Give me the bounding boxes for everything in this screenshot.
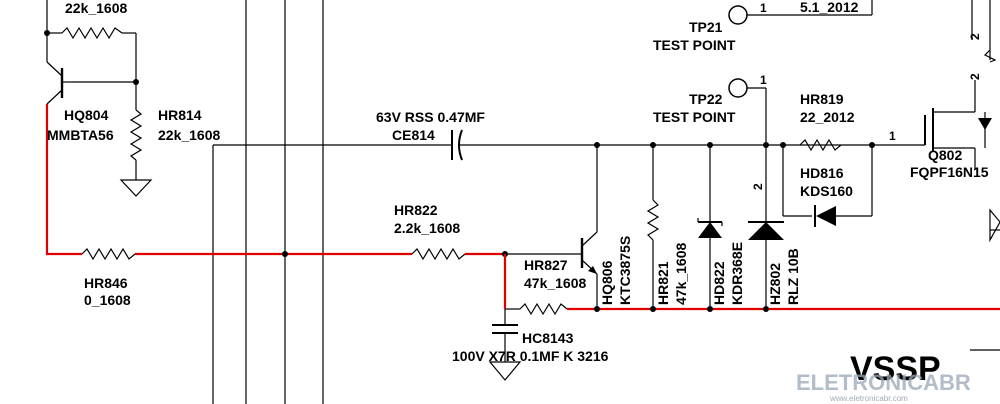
hr-top-value: 22k_1608 <box>65 0 128 16</box>
hr822-value: 2.2k_1608 <box>394 220 460 236</box>
tp21-net: 5.1_2012 <box>800 0 859 15</box>
hr819-value: 22_2012 <box>800 109 855 125</box>
hr814-ref: HR814 <box>158 107 202 123</box>
hr822-ref: HR822 <box>394 202 438 218</box>
hr827-value: 47k_1608 <box>524 275 587 291</box>
q802-value: FQPF16N15 <box>910 164 989 180</box>
watermark-logo: ELETRONICABR <box>796 370 971 395</box>
resistor-hr822 <box>411 247 466 261</box>
red-trace <box>45 104 82 256</box>
hd816-diode <box>816 206 836 226</box>
hr846-ref: HR846 <box>84 275 128 291</box>
hr814-value: 22k_1608 <box>158 127 221 143</box>
resistor-hr846 <box>81 247 136 261</box>
hr821-value: 47k_1608 <box>673 242 689 305</box>
hd816-ref: HD816 <box>800 165 844 181</box>
ce814-ref: CE814 <box>392 127 435 143</box>
resistor-right <box>983 49 997 63</box>
hc8143-ref: HC8143 <box>522 330 574 346</box>
hq806-arrow <box>588 266 597 274</box>
hr821-ref: HR821 <box>655 261 671 305</box>
q802-pin: 1 <box>889 129 896 143</box>
watermark-url: www.eletronicabr.com <box>829 394 908 403</box>
hz802-diode <box>748 222 784 240</box>
hq806-ref: HQ806 <box>599 260 615 305</box>
tp21-desc: TEST POINT <box>653 37 736 53</box>
right-triangle <box>989 208 1000 243</box>
hq806-collector <box>581 231 598 247</box>
junction-dot <box>763 306 769 312</box>
resistor-hr819 <box>799 138 842 152</box>
hq804-collector <box>46 89 63 105</box>
hq806-value: KTC3875S <box>617 236 633 305</box>
hz802-ref: HZ802 <box>767 263 783 305</box>
resistor-top <box>61 26 123 40</box>
junction-dot <box>707 306 713 312</box>
resistor-hr814 <box>129 109 143 161</box>
vssp-label: VSSP <box>850 350 941 388</box>
tp21-symbol <box>728 5 748 25</box>
right-pin-b: 2 <box>968 73 982 80</box>
hr819-ref: HR819 <box>800 91 844 107</box>
junction-dot <box>650 306 656 312</box>
hq804-emitter <box>46 61 63 77</box>
hq804-value: MMBTA56 <box>47 127 114 143</box>
resistor-hr827 <box>519 302 568 316</box>
junction-dot <box>44 30 50 36</box>
hd822-value: KDR368E <box>729 242 745 305</box>
hq804-ref: HQ804 <box>64 107 109 123</box>
ce814-value: 63V RSS 0.47MF <box>376 109 485 125</box>
tp22-ref: TP22 <box>689 91 723 107</box>
hd816-value: KDS160 <box>800 183 853 199</box>
tp22-symbol <box>728 78 748 98</box>
tp22-pin: 1 <box>760 73 767 87</box>
ground-symbol <box>488 361 522 381</box>
q802-ref: Q802 <box>928 147 962 163</box>
tp21-pin: 1 <box>760 1 767 15</box>
hd822-ref: HD822 <box>711 261 727 305</box>
tp22-desc: TEST POINT <box>653 109 736 125</box>
hc8143-value: 100V X7R 0.1MF K 3216 <box>452 348 609 364</box>
hz802-value: RLZ 10B <box>785 248 801 305</box>
hz802-pin: 2 <box>751 183 765 190</box>
right-pin-a: 2 <box>968 33 982 40</box>
resistor-hr821 <box>646 199 660 241</box>
hr846-value: 0_1608 <box>84 292 131 308</box>
junction-dot <box>594 306 600 312</box>
hd822-diode <box>698 222 722 238</box>
hr827-ref: HR827 <box>524 257 568 273</box>
tp21-ref: TP21 <box>689 19 723 35</box>
junction-dot <box>282 251 288 257</box>
junction-dot <box>780 142 786 148</box>
ground-symbol <box>119 179 153 197</box>
